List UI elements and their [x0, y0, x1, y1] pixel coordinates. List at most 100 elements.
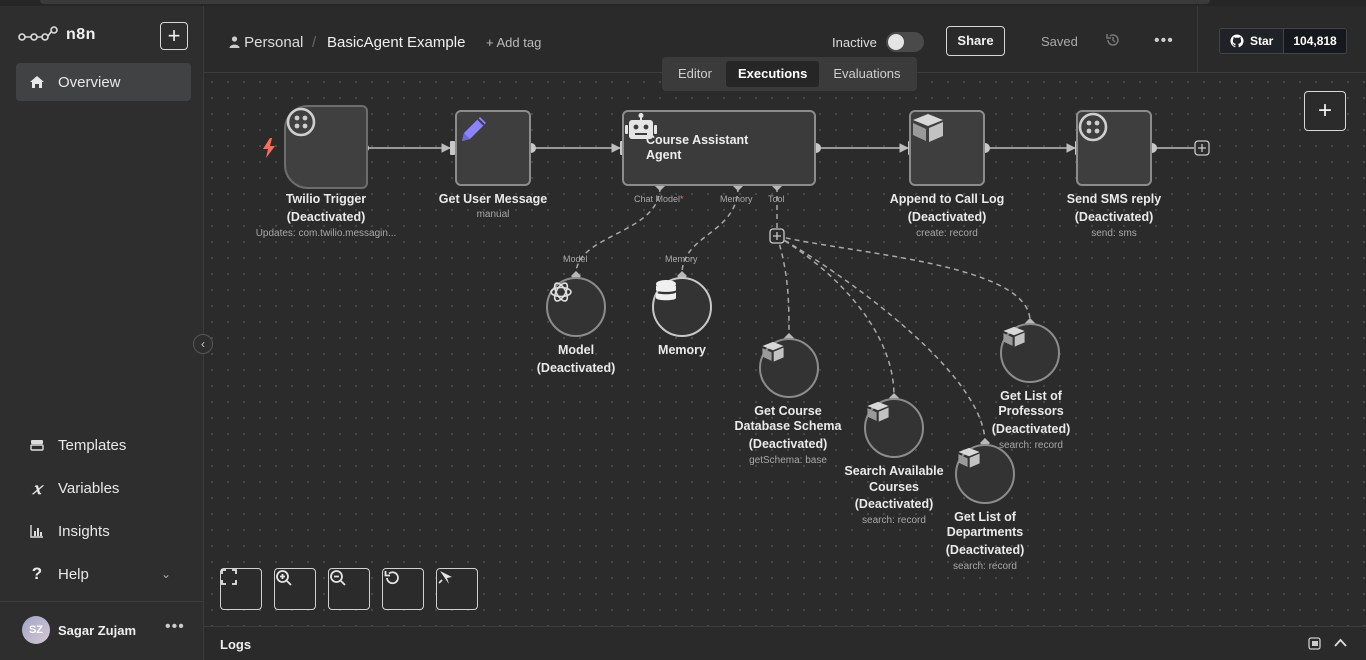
github-icon [1230, 34, 1244, 48]
node-subtitle: create: record [916, 228, 978, 239]
zoom-out-icon [330, 570, 346, 586]
node-title: Twilio Trigger [285, 192, 367, 206]
model-handle-label: Model [563, 254, 588, 264]
zoom-in-icon [276, 570, 292, 586]
node-subtitle: search: record [862, 515, 926, 526]
avatar: SZ [22, 616, 50, 644]
project-name: Personal [244, 34, 304, 51]
pencil-icon [462, 117, 486, 141]
node-course-assistant-agent[interactable]: Course Assistant Agent [622, 110, 816, 186]
node-get-list-of-professors[interactable] [1000, 323, 1060, 383]
app-name: n8n [66, 26, 96, 43]
node-title: Departments [946, 525, 1024, 539]
sidebar-item-label: Variables [58, 479, 120, 497]
node-title: Send SMS reply [1066, 192, 1162, 206]
history-icon[interactable] [1104, 31, 1122, 49]
node-subtitle: search: record [953, 561, 1017, 572]
zoom-out-button[interactable] [328, 568, 370, 610]
database-icon [656, 280, 676, 301]
node-title: Get List of [954, 510, 1016, 524]
logs-panel[interactable]: Logs [204, 626, 1366, 660]
sidebar-collapse-button[interactable]: ‹ [193, 334, 213, 354]
node-title: Memory [658, 343, 706, 357]
github-star-button[interactable]: Star 104,818 [1219, 28, 1347, 54]
node-memory[interactable] [652, 277, 712, 337]
airtable-icon [762, 341, 784, 362]
node-twilio-trigger[interactable] [284, 105, 368, 189]
sidebar: n8n + Overview Templates 𝑥 Variables Ins… [0, 6, 204, 660]
airtable-icon [1003, 326, 1025, 347]
more-icon[interactable]: ••• [165, 618, 185, 635]
view-tabs: Editor Executions Evaluations [662, 57, 917, 91]
templates-icon [28, 436, 46, 454]
reset-zoom-button[interactable] [382, 568, 424, 610]
node-subtitle: send: sms [1091, 228, 1137, 239]
sidebar-item-label: Insights [58, 522, 110, 540]
fit-view-icon [221, 569, 237, 585]
airtable-icon [958, 447, 980, 468]
memory-handle-label: Memory [720, 194, 753, 204]
fit-view-button[interactable] [220, 568, 262, 610]
active-toggle[interactable] [886, 32, 924, 52]
user-name: Sagar Zujam [58, 623, 137, 638]
logs-title: Logs [220, 637, 252, 652]
tab-executions[interactable]: Executions [725, 61, 820, 87]
popout-icon[interactable] [1308, 637, 1321, 650]
workflow-name[interactable]: BasicAgent Example [327, 34, 466, 51]
n8n-logo-icon [18, 26, 58, 41]
chevron-up-icon[interactable] [1334, 638, 1347, 648]
add-node-button[interactable]: + [1304, 91, 1346, 131]
workflow-canvas[interactable]: Twilio Trigger (Deactivated) Updates: co… [204, 74, 1366, 626]
node-get-user-message[interactable] [455, 110, 531, 186]
broom-icon [438, 571, 452, 584]
node-model[interactable] [546, 277, 606, 337]
node-title: Search Available [844, 464, 944, 478]
node-title: Courses [868, 480, 920, 494]
sidebar-item-label: Help [58, 565, 89, 583]
chevron-down-icon: ⌄ [160, 567, 171, 581]
node-append-to-call-log[interactable] [909, 110, 985, 186]
sidebar-item-variables[interactable]: 𝑥 Variables [16, 469, 191, 507]
tool-handle-label: Tool [768, 194, 785, 204]
user-icon [229, 36, 240, 48]
node-search-available-courses[interactable] [864, 398, 924, 458]
github-star-label: Star [1250, 34, 1274, 48]
node-get-list-of-departments[interactable] [955, 444, 1015, 504]
node-title: Get Course [754, 404, 822, 418]
sidebar-item-help[interactable]: ? Help ⌄ [16, 555, 191, 593]
node-state: (Deactivated) [991, 422, 1071, 436]
user-menu[interactable]: SZ Sagar Zujam ••• [0, 601, 204, 657]
zoom-in-button[interactable] [274, 568, 316, 610]
sidebar-item-templates[interactable]: Templates [16, 426, 191, 464]
tidy-up-button[interactable] [436, 568, 478, 610]
robot-icon [625, 113, 657, 139]
node-subtitle: manual [476, 209, 510, 220]
node-subtitle: getSchema: base [749, 455, 827, 466]
breadcrumb-project[interactable]: Personal [229, 34, 303, 51]
openai-icon [550, 282, 572, 302]
node-title: Append to Call Log [889, 192, 1005, 206]
node-subtitle: search: record [999, 440, 1063, 451]
tab-evaluations[interactable]: Evaluations [833, 66, 901, 81]
airtable-icon [913, 114, 943, 142]
add-tag-link[interactable]: + Add tag [486, 35, 542, 50]
node-send-sms-reply[interactable] [1076, 110, 1152, 186]
share-button[interactable]: Share [946, 26, 1005, 56]
node-get-course-database-schema[interactable] [759, 338, 819, 398]
undo-icon [384, 571, 399, 585]
node-title: Database Schema [734, 419, 842, 433]
chat-model-handle-label: Chat Model* [634, 194, 684, 204]
sidebar-item-label: Templates [58, 436, 127, 454]
tab-editor[interactable]: Editor [678, 66, 712, 81]
twilio-icon [286, 107, 316, 137]
sidebar-item-insights[interactable]: Insights [16, 512, 191, 550]
node-title: Model [557, 343, 595, 357]
add-button[interactable]: + [160, 22, 188, 50]
node-title: Professors [998, 404, 1064, 418]
more-options-icon[interactable]: ••• [1154, 32, 1174, 49]
n8n-logo[interactable]: n8n [18, 26, 96, 44]
node-state: (Deactivated) [854, 497, 934, 511]
sidebar-item-overview[interactable]: Overview [16, 63, 191, 101]
memory-handle-label: Memory [665, 254, 698, 264]
node-title: Get User Message [438, 192, 548, 206]
